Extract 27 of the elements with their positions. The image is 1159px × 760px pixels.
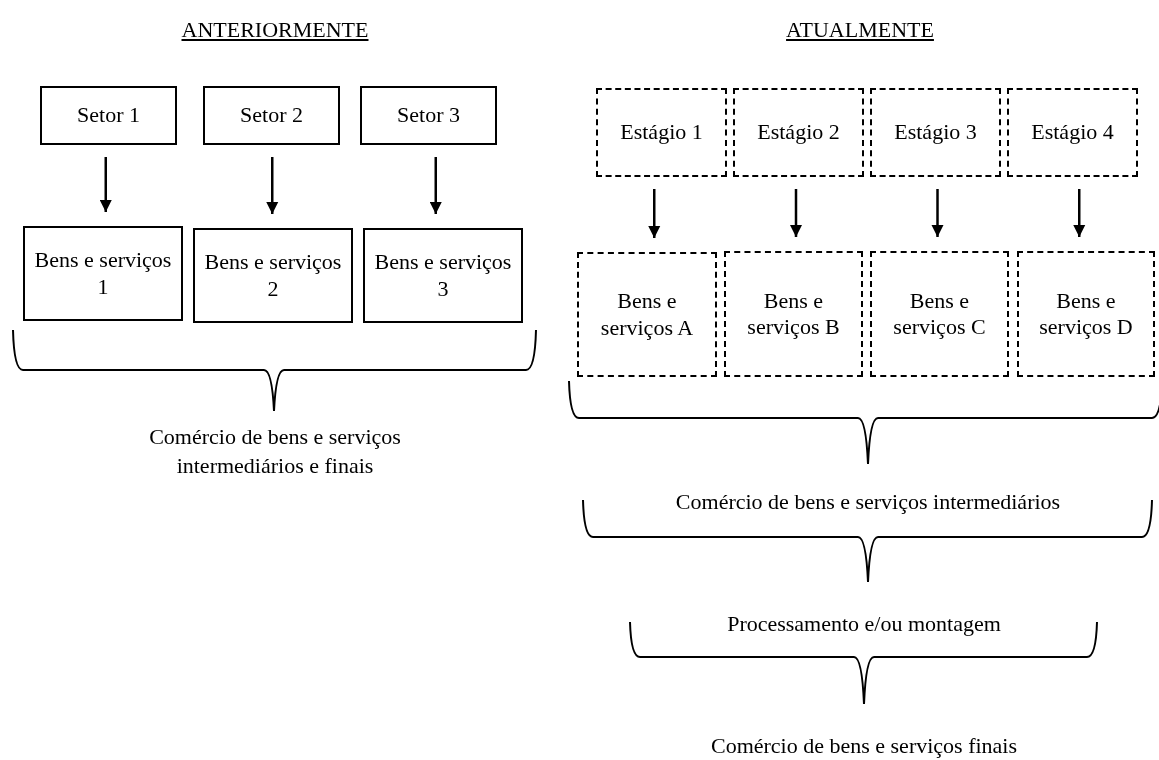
arrow	[429, 157, 442, 214]
bracket-label: Comércio de bens e serviços intermediários e finais	[148, 423, 402, 480]
arrow	[1073, 189, 1086, 237]
process-box: Bens e serviços 3	[363, 228, 523, 323]
dashed-box: Estágio 2	[733, 88, 864, 177]
dashed-box: Bens e serviços A	[577, 252, 717, 377]
arrow	[648, 189, 661, 238]
dashed-box: Estágio 1	[596, 88, 727, 177]
bracket-label: Comércio de bens e serviços finais	[709, 732, 1019, 760]
process-box: Setor 1	[40, 86, 177, 145]
dashed-box: Bens e serviços C	[870, 251, 1009, 377]
arrow	[789, 189, 803, 237]
bracket-label: Comércio de bens e serviços intermediários	[674, 488, 1062, 516]
section-heading: ANTERIORMENTE	[180, 16, 370, 44]
section-heading: ATUALMENTE	[785, 16, 935, 44]
arrow	[931, 189, 944, 237]
dashed-box: Estágio 3	[870, 88, 1001, 177]
dashed-box: Bens e serviços D	[1017, 251, 1155, 377]
process-box: Setor 3	[360, 86, 497, 145]
bracket-label: Processamento e/ou montagem	[726, 610, 1002, 638]
dashed-box: Estágio 4	[1007, 88, 1138, 177]
process-box: Bens e serviços 1	[23, 226, 183, 321]
process-box: Setor 2	[203, 86, 340, 145]
arrow	[99, 157, 112, 212]
process-box: Bens e serviços 2	[193, 228, 353, 323]
dashed-box: Bens e serviços B	[724, 251, 863, 377]
arrow	[266, 157, 279, 214]
